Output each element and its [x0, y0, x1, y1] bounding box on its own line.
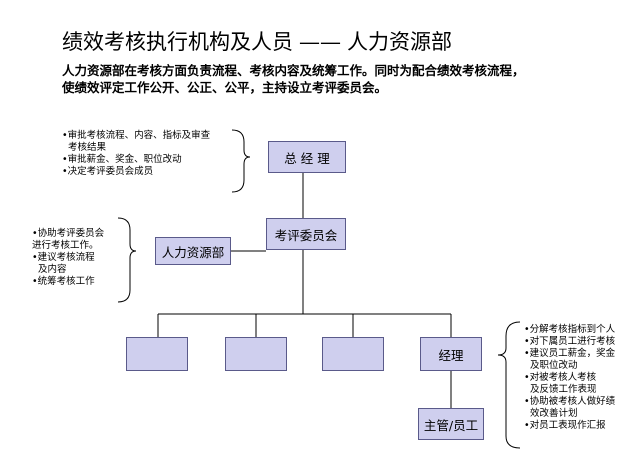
gm-note-line: •审批薪金、奖金、职位改动: [62, 154, 182, 165]
manager-note-line: 及反馈工作表现: [524, 384, 597, 395]
box-evaluation-committee: 考评委员会: [266, 218, 346, 250]
manager-note-line: •对员工表现作汇报: [524, 420, 606, 431]
hr-note-line: •协助考评委员会: [32, 228, 105, 239]
manager-note-line: •对下属员工进行考核: [524, 336, 616, 347]
title-dept: 人力资源部: [347, 30, 452, 54]
page-title: 绩效考核执行机构及人员——人力资源部: [62, 26, 452, 56]
hr-notes: •协助考评委员会 进行考核工作。 •建议考核流程 及内容 •统筹考核工作: [32, 228, 104, 288]
manager-note-line: •对被考核人考核: [524, 372, 597, 383]
intro-text: 人力资源部在考核方面负责流程、考核内容及统筹工作。同时为配合绩效考核流程， 使绩…: [62, 62, 525, 96]
manager-note-line: •建议员工薪金，奖金: [524, 348, 616, 359]
hr-notes-brace: [117, 217, 137, 303]
manager-notes-brace: [497, 321, 521, 449]
box-empty-3: [322, 337, 384, 371]
gm-notes-brace: [231, 129, 251, 193]
manager-note-line: •分解考核指标到个人: [524, 324, 616, 335]
box-empty-1: [126, 337, 188, 371]
hr-note-line: •统筹考核工作: [32, 276, 95, 287]
box-hr-department: 人力资源部: [155, 237, 231, 265]
intro-line-1: 人力资源部在考核方面负责流程、考核内容及统筹工作。同时为配合绩效考核流程，: [62, 63, 525, 78]
hr-note-line: •建议考核流程: [32, 252, 95, 263]
title-main: 绩效考核执行机构及人员: [62, 30, 293, 54]
gm-note-line: •审批考核流程、内容、指标及审查: [62, 130, 211, 141]
box-empty-2: [225, 337, 287, 371]
hr-note-line: 进行考核工作。: [32, 240, 99, 251]
gm-note-line: •决定考评委员会成员: [62, 166, 154, 177]
gm-note-line: 考核结果: [62, 142, 107, 153]
manager-notes: •分解考核指标到个人 •对下属员工进行考核 •建议员工薪金，奖金 及职位改动 •…: [524, 324, 615, 432]
manager-note-line: •协助被考核人做好绩: [524, 396, 616, 407]
intro-line-2: 使绩效评定工作公开、公正、公平，主持设立考评委员会。: [62, 80, 388, 95]
title-dash: ——: [299, 30, 341, 54]
box-supervisor-staff: 主管/员工: [418, 408, 484, 440]
manager-note-line: 及职位改动: [524, 360, 578, 371]
gm-notes: •审批考核流程、内容、指标及审查 考核结果 •审批薪金、奖金、职位改动 •决定考…: [62, 130, 210, 178]
hr-note-line: 及内容: [32, 264, 67, 275]
box-general-manager: 总 经 理: [268, 141, 346, 173]
manager-note-line: 效改善计划: [524, 408, 578, 419]
box-manager: 经理: [420, 337, 482, 371]
